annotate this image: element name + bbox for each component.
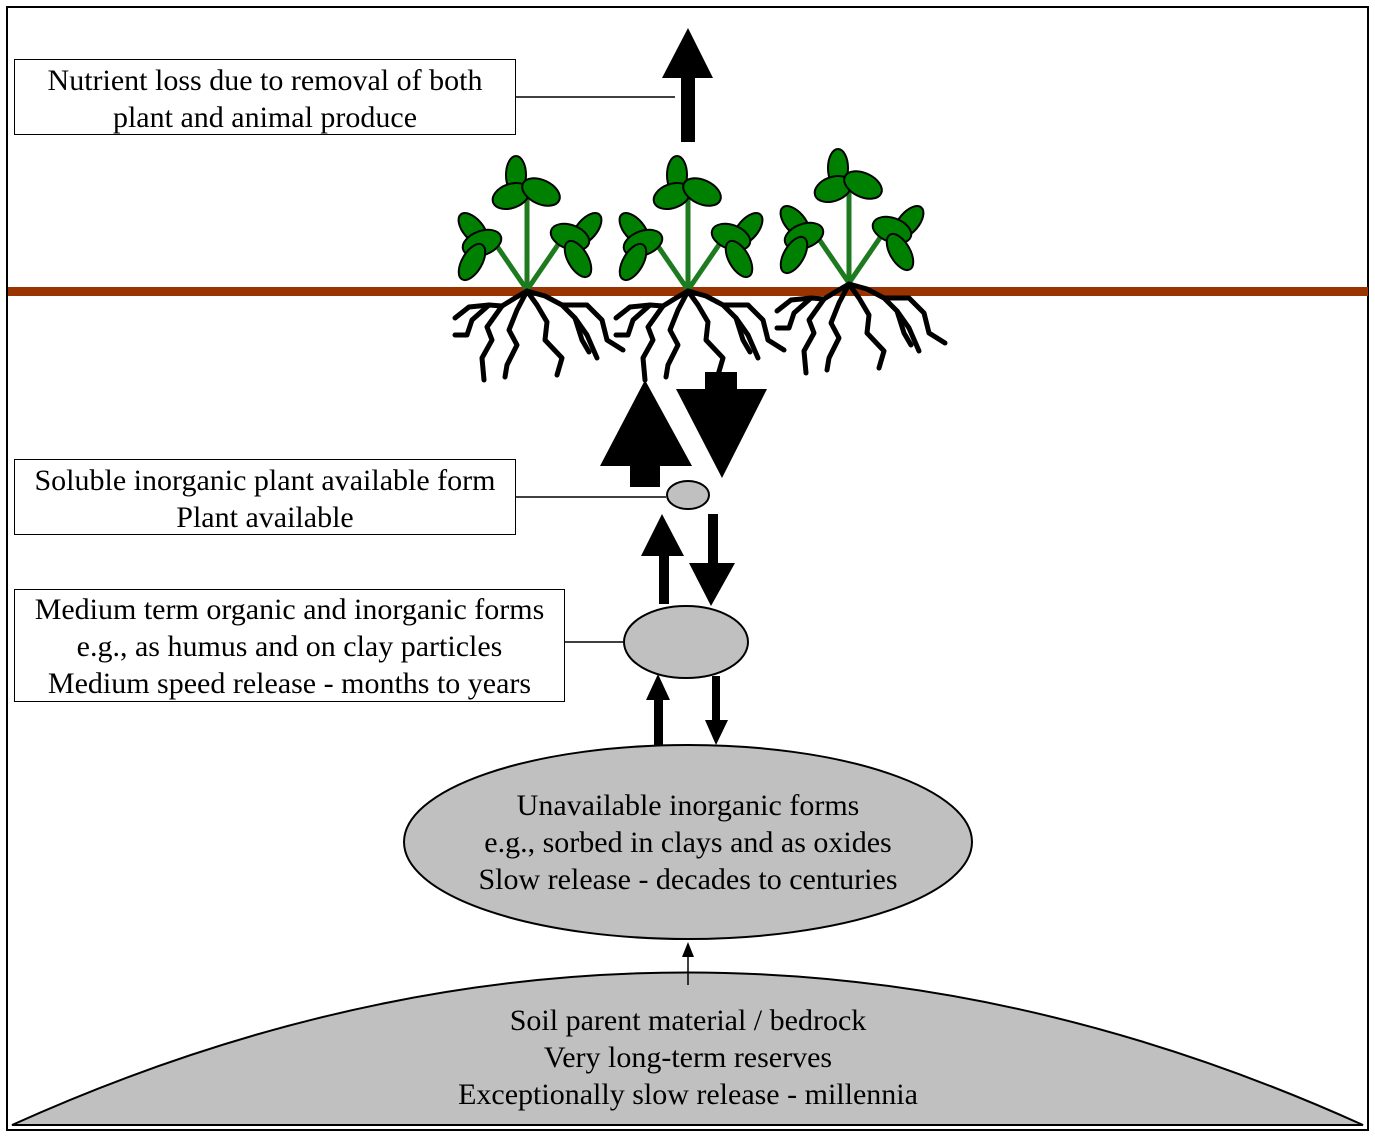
label-line: Plant available	[176, 501, 354, 534]
label-line: Very long-term reserves	[543, 1041, 833, 1074]
bedrock-label: Soil parent material / bedrock Very long…	[388, 1002, 988, 1113]
unavailable-to-medium-arrow	[646, 674, 670, 745]
uptake-arrow-up	[600, 380, 692, 487]
soluble-to-medium-arrow	[689, 514, 735, 606]
soluble-pool	[666, 480, 710, 510]
label-line: plant and animal produce	[112, 101, 418, 134]
plant-roots	[452, 288, 626, 383]
label-line: Soil parent material / bedrock	[509, 1004, 867, 1037]
medium-to-soluble-arrow	[641, 514, 684, 604]
label-line: Soluble inorganic plant available form	[34, 464, 496, 497]
label-line: e.g., sorbed in clays and as oxides	[484, 826, 892, 859]
nutrient-loss-label: Nutrient loss due to removal of both pla…	[14, 59, 516, 135]
bedrock-arrow-head	[682, 942, 694, 957]
label-line: e.g., as humus and on clay particles	[76, 630, 503, 663]
bedrock-dome	[11, 971, 1364, 1126]
label-line: Nutrient loss due to removal of both	[47, 64, 483, 97]
plant-2	[614, 156, 784, 380]
unavailable-pool	[403, 744, 973, 940]
diagram-frame	[6, 6, 1369, 1131]
plant-leaves	[457, 155, 603, 282]
label-line: Medium speed release - months to years	[47, 667, 532, 700]
nutrient-loss-arrow	[662, 28, 713, 142]
plant-1	[452, 155, 626, 383]
medium-label: Medium term organic and inorganic forms …	[14, 589, 565, 702]
medium-to-unavailable-arrow	[705, 676, 728, 745]
medium-pool	[623, 605, 749, 679]
soluble-label: Soluble inorganic plant available form P…	[14, 459, 516, 535]
label-line: Slow release - decades to centuries	[478, 863, 898, 896]
plant-3	[775, 149, 945, 373]
label-line: Exceptionally slow release - millennia	[458, 1078, 918, 1111]
return-arrow-down	[676, 372, 767, 478]
label-line: Unavailable inorganic forms	[516, 789, 860, 822]
label-line: Medium term organic and inorganic forms	[34, 593, 545, 626]
unavailable-pool-label: Unavailable inorganic forms e.g., sorbed…	[404, 787, 972, 898]
